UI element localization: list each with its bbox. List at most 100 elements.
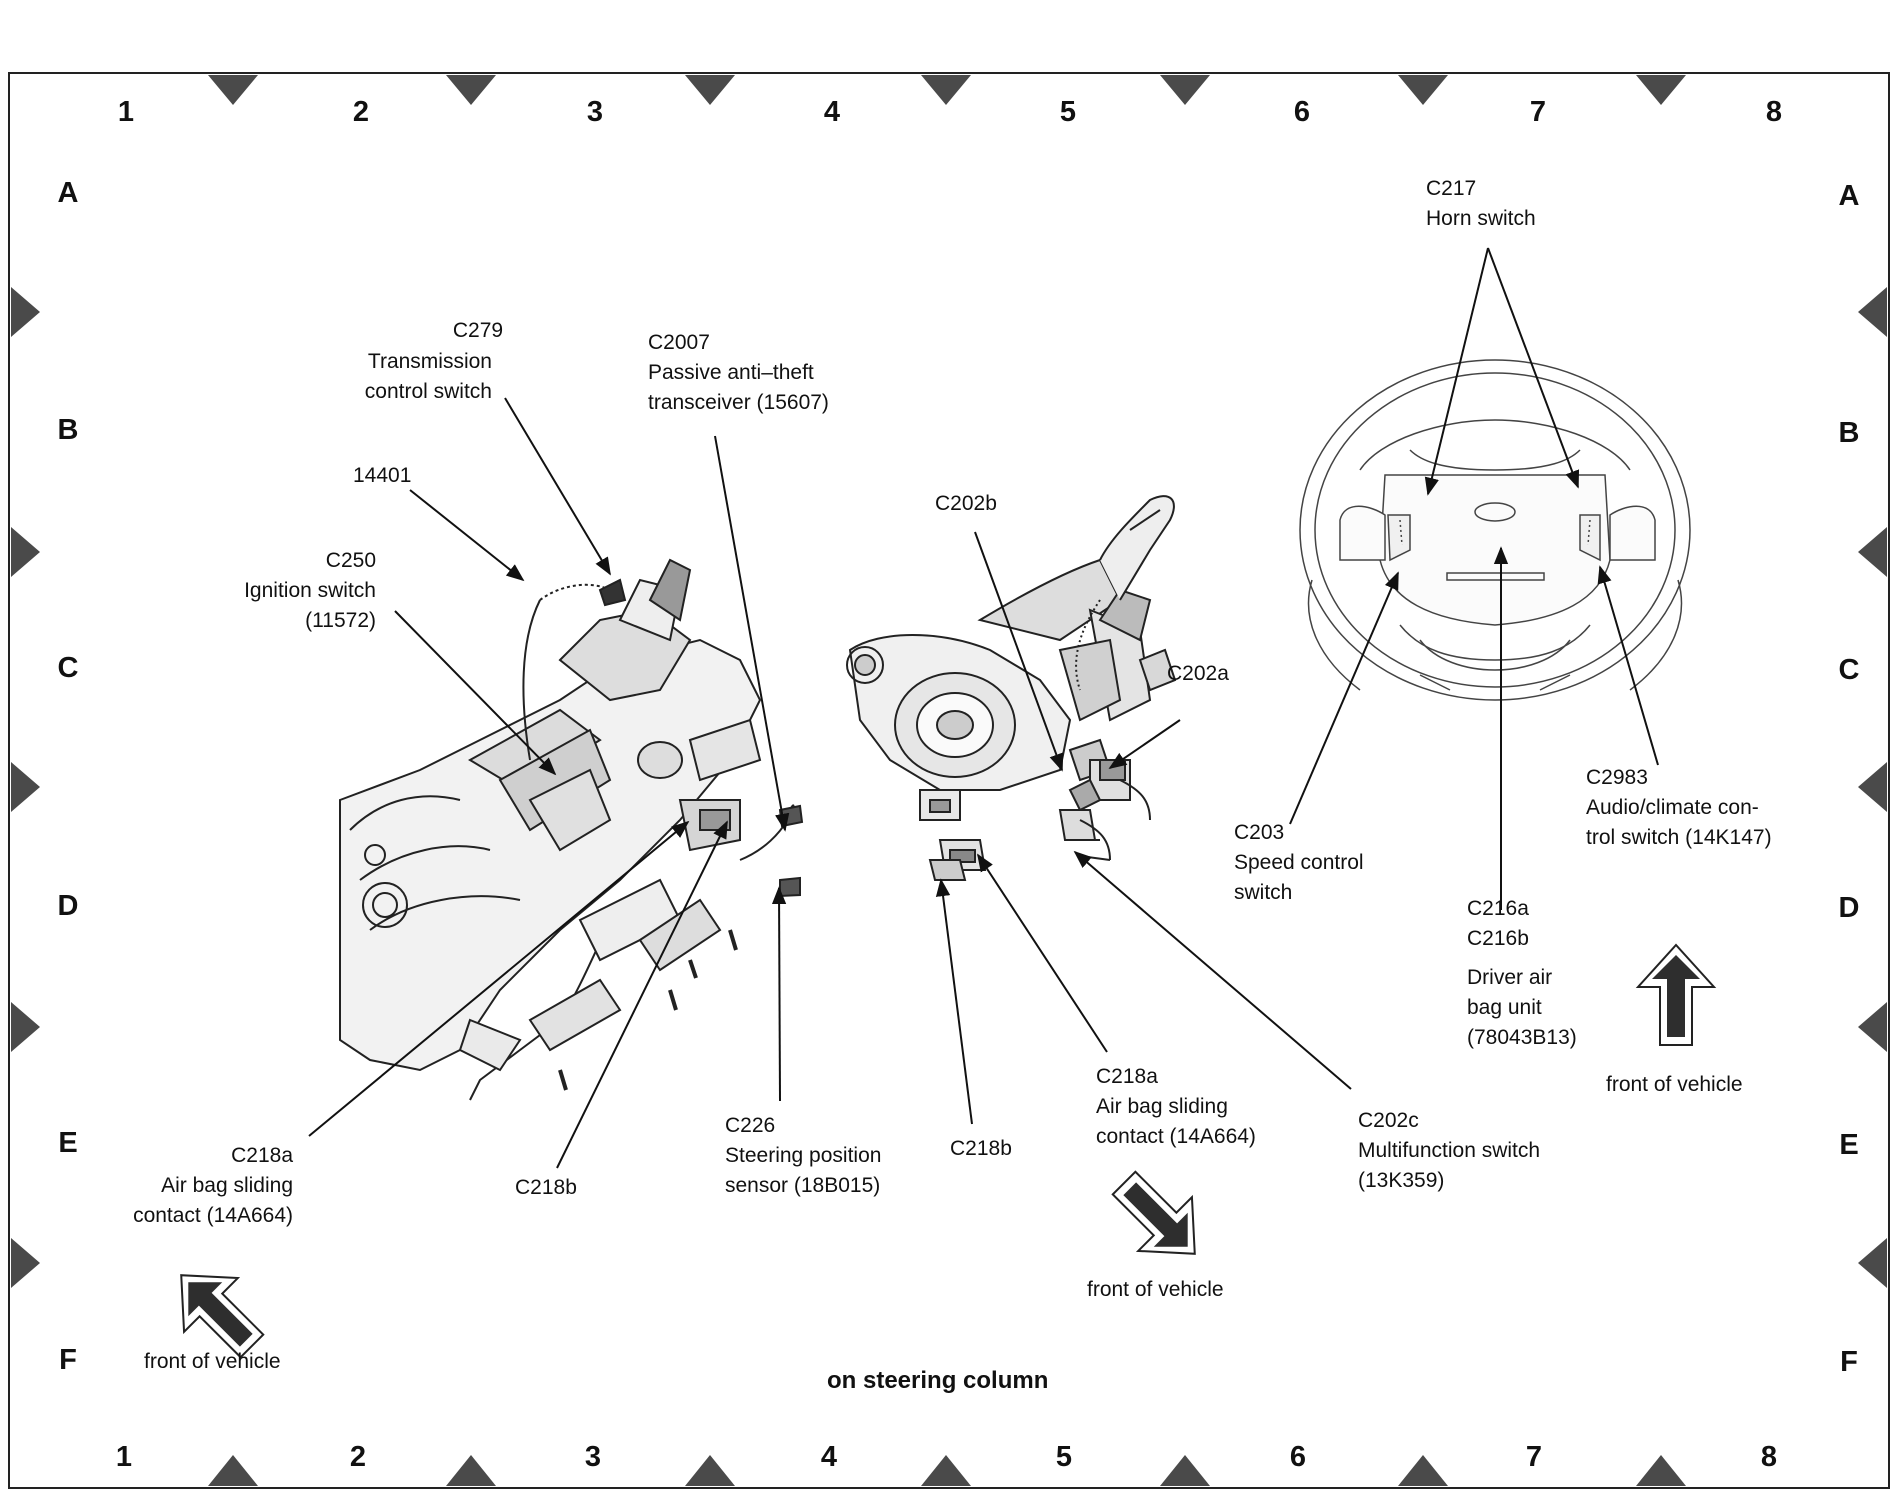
grid-col-8-top: 8	[1765, 96, 1783, 128]
grid-col-3-top: 3	[586, 96, 604, 128]
label-c202c-line1: Multifunction switch	[1358, 1139, 1541, 1162]
label-c218b-left: C218b	[515, 1173, 577, 1203]
label-c2983-id: C2983	[1586, 766, 1648, 789]
label-c218a-mid-id: C218a	[1096, 1065, 1158, 1088]
diagram-caption: on steering column	[827, 1367, 1049, 1394]
grid-col-1-bottom: 1	[115, 1441, 133, 1473]
steering-wheel-illustration	[1299, 359, 1691, 701]
label-c202c-line2: (13K359)	[1358, 1169, 1445, 1192]
grid-row-b-left: B	[57, 414, 79, 446]
label-c250-id: C250	[325, 549, 376, 572]
grid-row-f-right: F	[1840, 1346, 1858, 1378]
grid-col-1-top: 1	[117, 96, 135, 128]
label-c217: C217 Horn switch	[1426, 174, 1536, 234]
label-c203-line2: switch	[1234, 881, 1293, 904]
label-c2983-line2: trol switch (14K147)	[1586, 826, 1772, 849]
front-arrow-middle-icon	[1111, 1170, 1196, 1255]
label-c226-line1: Steering position	[725, 1144, 882, 1167]
label-c202a-id: C202a	[1167, 662, 1229, 685]
front-of-vehicle-label-middle: front of vehicle	[1087, 1278, 1224, 1301]
label-c202b: C202b	[935, 489, 997, 519]
front-arrow-left-icon	[180, 1274, 265, 1359]
label-c202a: C202a	[1167, 659, 1229, 689]
label-c2983-line1: Audio/climate con-	[1586, 796, 1759, 819]
front-of-vehicle-label-left: front of vehicle	[144, 1350, 281, 1373]
top-grid-markers	[208, 75, 1686, 105]
label-c218a-mid-line1: Air bag sliding	[1096, 1095, 1228, 1118]
label-c2983: C2983 Audio/climate con- trol switch (14…	[1586, 763, 1772, 853]
grid-row-a-left: A	[57, 177, 79, 209]
grid-col-4-top: 4	[823, 96, 841, 128]
label-c218a-left-line1: Air bag sliding	[161, 1174, 293, 1197]
label-c218a-left-line2: contact (14A664)	[133, 1204, 293, 1227]
grid-col-2-top: 2	[352, 96, 370, 128]
grid-row-f-left: F	[59, 1344, 77, 1376]
steering-column-illustration-left	[339, 558, 804, 1101]
grid-row-e-right: E	[1839, 1129, 1859, 1161]
label-c218a-left: C218a Air bag sliding contact (14A664)	[115, 1141, 293, 1231]
label-c279-id: C279	[452, 319, 504, 342]
front-of-vehicle-label-right: front of vehicle	[1606, 1073, 1743, 1096]
label-c226-line2: sensor (18B015)	[725, 1174, 881, 1197]
label-driver-airbag-line2: bag unit	[1467, 996, 1542, 1019]
label-c218b-mid-id: C218b	[950, 1137, 1012, 1160]
grid-col-2-bottom: 2	[349, 1441, 367, 1473]
grid-col-3-bottom: 3	[584, 1441, 602, 1473]
grid-col-6-bottom: 6	[1289, 1441, 1307, 1473]
clockspring-illustration	[846, 495, 1177, 881]
label-c216: C216a C216b	[1467, 894, 1529, 954]
label-c202c: C202c Multifunction switch (13K359)	[1358, 1106, 1540, 1196]
label-driver-airbag-line1: Driver air	[1467, 966, 1553, 989]
grid-col-5-top: 5	[1059, 96, 1077, 128]
label-c218a-mid: C218a Air bag sliding contact (14A664)	[1096, 1062, 1256, 1152]
grid-row-a-right: A	[1838, 180, 1860, 212]
grid-col-6-top: 6	[1293, 96, 1311, 128]
label-c218b-mid: C218b	[950, 1134, 1012, 1164]
label-driver-airbag-line3: (78043B13)	[1467, 1026, 1577, 1049]
label-driver-airbag: Driver air bag unit (78043B13)	[1467, 963, 1577, 1053]
label-c202c-id: C202c	[1358, 1109, 1419, 1132]
label-c203: C203 Speed control switch	[1234, 818, 1364, 908]
label-c250-line2: (11572)	[305, 609, 376, 632]
label-c203-line1: Speed control	[1234, 851, 1364, 874]
grid-col-4-bottom: 4	[820, 1441, 838, 1473]
label-c2007: C2007 Passive anti–theft transceiver (15…	[648, 328, 829, 418]
label-c216a-id: C216a	[1467, 897, 1529, 920]
left-grid-markers	[11, 287, 40, 1288]
label-14401-id: 14401	[353, 464, 412, 487]
label-c218a-left-id: C218a	[231, 1144, 293, 1167]
bottom-grid-markers	[208, 1455, 1686, 1486]
leader-lines	[308, 247, 1659, 1169]
label-c2007-line1: Passive anti–theft	[648, 361, 814, 384]
grid-row-c-right: C	[1838, 654, 1860, 686]
grid-row-e-left: E	[58, 1127, 78, 1159]
label-c250: C250 Ignition switch (11572)	[227, 546, 376, 636]
grid-col-7-top: 7	[1529, 96, 1547, 128]
label-c218b-left-id: C218b	[515, 1176, 577, 1199]
label-c279-line2: control switch	[364, 380, 492, 403]
label-c217-line1: Horn switch	[1426, 207, 1536, 230]
front-arrow-right-icon	[1635, 943, 1717, 1046]
grid-row-d-right: D	[1838, 892, 1860, 924]
label-c279-desc: Transmission control switch	[356, 347, 492, 407]
label-c2007-line2: transceiver (15607)	[648, 391, 829, 414]
label-c250-line1: Ignition switch	[244, 579, 376, 602]
label-c279: C279	[437, 316, 519, 346]
grid-row-c-left: C	[57, 652, 79, 684]
label-c202b-id: C202b	[935, 492, 997, 515]
diagram-frame	[8, 72, 1890, 1489]
label-c216b-id: C216b	[1467, 927, 1529, 950]
grid-col-7-bottom: 7	[1525, 1441, 1543, 1473]
grid-row-d-left: D	[57, 890, 79, 922]
label-c2007-id: C2007	[648, 331, 710, 354]
label-14401: 14401	[353, 461, 411, 491]
label-c203-id: C203	[1234, 821, 1285, 844]
label-c217-id: C217	[1426, 177, 1477, 200]
grid-row-b-right: B	[1838, 417, 1860, 449]
label-c279-line1: Transmission	[367, 350, 492, 373]
grid-col-5-bottom: 5	[1055, 1441, 1073, 1473]
label-c226: C226 Steering position sensor (18B015)	[725, 1111, 881, 1201]
right-grid-markers	[1858, 287, 1887, 1288]
